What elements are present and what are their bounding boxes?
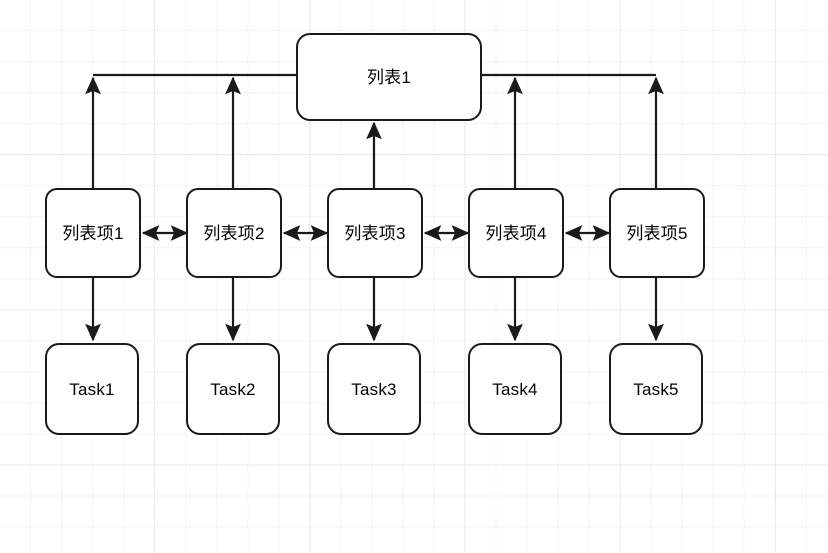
list-item-label-2: 列表项2	[203, 223, 265, 243]
task-label-3: Task3	[351, 379, 397, 399]
list-item-label-5: 列表项5	[626, 223, 688, 243]
list-item-label-1: 列表项1	[62, 223, 124, 243]
task-node-2[interactable]: Task2	[186, 343, 280, 435]
task-node-4[interactable]: Task4	[468, 343, 562, 435]
task-node-1[interactable]: Task1	[45, 343, 139, 435]
task-node-5[interactable]: Task5	[609, 343, 703, 435]
list-root-node[interactable]: 列表1	[296, 33, 482, 121]
list-item-label-4: 列表项4	[485, 223, 547, 243]
list-item-node-2[interactable]: 列表项2	[186, 188, 282, 278]
task-label-2: Task2	[210, 379, 256, 399]
task-node-3[interactable]: Task3	[327, 343, 421, 435]
list-item-node-3[interactable]: 列表项3	[327, 188, 423, 278]
list-item-label-3: 列表项3	[344, 223, 406, 243]
task-label-5: Task5	[633, 379, 679, 399]
list-item-node-1[interactable]: 列表项1	[45, 188, 141, 278]
list-item-node-5[interactable]: 列表项5	[609, 188, 705, 278]
list-root-label: 列表1	[366, 67, 412, 87]
list-item-node-4[interactable]: 列表项4	[468, 188, 564, 278]
task-label-4: Task4	[492, 379, 538, 399]
task-label-1: Task1	[69, 379, 115, 399]
